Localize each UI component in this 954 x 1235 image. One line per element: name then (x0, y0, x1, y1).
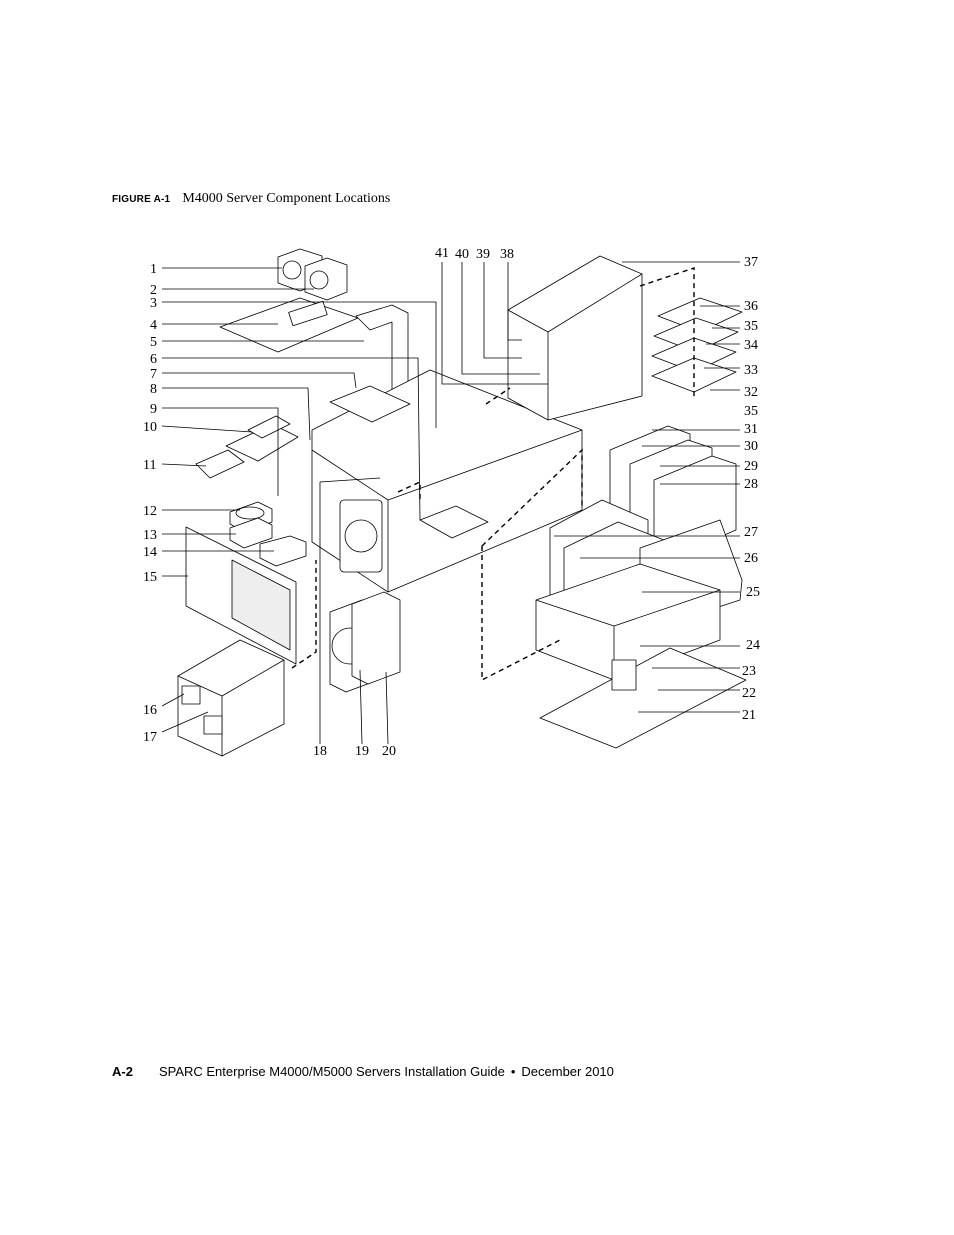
cpu-module (329, 385, 411, 423)
top-cover (219, 297, 359, 353)
book-title: SPARC Enterprise M4000/M5000 Servers Ins… (158, 1064, 505, 1079)
callout-33: 33 (744, 363, 758, 378)
callout-19: 19 (355, 744, 369, 759)
card-11 (195, 449, 245, 479)
figure-label: FIGURE A-1 (112, 194, 171, 205)
callout-7: 7 (150, 367, 157, 382)
callout-8: 8 (150, 382, 157, 397)
callout-36: 36 (744, 299, 758, 314)
callout-9: 9 (150, 402, 157, 417)
callout-31: 31 (744, 422, 758, 437)
callout-22: 22 (742, 686, 756, 701)
callout-20: 20 (382, 744, 396, 759)
power-supplies (177, 639, 285, 757)
page-footer: A-2 SPARC Enterprise M4000/M5000 Servers … (112, 1064, 614, 1079)
callout-10: 10 (143, 420, 157, 435)
fan-unit-pair-top (277, 248, 348, 301)
disk-drives (229, 501, 307, 567)
callout-2: 2 (150, 283, 157, 298)
callout-34: 34 (744, 338, 758, 353)
callout-24: 24 (746, 638, 760, 653)
callout-16: 16 (143, 703, 157, 718)
callout-27: 27 (744, 525, 758, 540)
callout-28: 28 (744, 477, 758, 492)
cpu-tray (507, 255, 643, 421)
callout-6: 6 (150, 352, 157, 367)
callout-leader-lines (161, 261, 740, 745)
callout-30: 30 (744, 439, 758, 454)
callout-3: 3 (150, 296, 157, 311)
figure-title: M4000 Server Component Locations (182, 191, 391, 206)
callout-numbers: 1 2 3 4 5 6 7 8 9 10 11 12 13 14 15 16 1… (143, 246, 760, 759)
motherboard-assembly (535, 563, 747, 749)
publication-date: December 2010 (521, 1064, 614, 1079)
callout-39: 39 (476, 247, 490, 262)
callout-4: 4 (150, 318, 157, 333)
callout-38: 38 (500, 247, 514, 262)
footer-separator: • (510, 1064, 516, 1079)
dashed-grouping-lines (291, 267, 695, 682)
callout-1: 1 (150, 262, 157, 277)
callout-17: 17 (143, 730, 157, 745)
callout-5: 5 (150, 335, 157, 350)
riser-board (355, 304, 409, 395)
callout-23: 23 (742, 664, 756, 679)
fan-unit-pair-bottom (329, 591, 401, 693)
main-chassis (311, 369, 583, 593)
memory-boards (651, 297, 743, 393)
callout-40: 40 (455, 247, 469, 262)
callout-35: 35 (744, 319, 758, 334)
callout-26: 26 (744, 551, 758, 566)
callout-35-second: 35 (744, 404, 758, 419)
callout-15: 15 (143, 570, 157, 585)
page-number: A-2 (112, 1064, 133, 1079)
io-units (609, 425, 737, 557)
callout-21: 21 (742, 708, 756, 723)
callout-37: 37 (744, 255, 758, 270)
callout-29: 29 (744, 459, 758, 474)
callout-32: 32 (744, 385, 758, 400)
callout-11: 11 (143, 458, 156, 473)
callout-25: 25 (746, 585, 760, 600)
callout-41: 41 (435, 246, 449, 261)
board-6 (419, 505, 489, 539)
callout-13: 13 (143, 528, 157, 543)
callout-12: 12 (143, 504, 157, 519)
callout-18: 18 (313, 744, 327, 759)
callout-14: 14 (143, 545, 157, 560)
figure-caption: FIGURE A-1 M4000 Server Component Locatio… (112, 191, 390, 207)
